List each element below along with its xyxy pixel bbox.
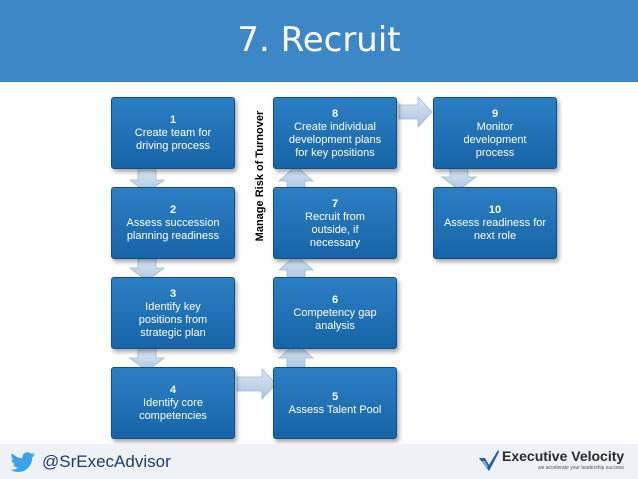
step-8-box: 8 Create individual development plans fo… — [273, 97, 397, 169]
step-1-number: 1 — [169, 114, 177, 126]
step-9-label: Monitor development process — [463, 120, 527, 159]
twitter-handle: @SrExecAdvisor — [42, 452, 171, 471]
step-9-number: 9 — [491, 107, 499, 120]
step-7-box: 7 Recruit from outside, if necessary — [273, 187, 397, 259]
step-3-number: 3 — [169, 287, 177, 300]
step-5-box: 5 Assess Talent Pool — [273, 367, 397, 439]
step-2-label: Assess succession planning readiness — [126, 217, 220, 242]
step-3-label: Identify key positions from strategic pl… — [138, 300, 208, 339]
arrow-4-to-5 — [236, 367, 277, 401]
manage-risk-label: Manage Risk of Turnover — [254, 110, 266, 242]
step-3-box: 3 Identify key positions from strategic … — [111, 277, 235, 349]
arrow-1-to-2 — [128, 169, 166, 194]
logo-checkmark-icon — [479, 450, 499, 471]
arrow-8-to-9 — [398, 95, 433, 129]
step-7-number: 7 — [331, 197, 339, 210]
step-4-number: 4 — [169, 384, 177, 396]
executive-velocity-logo: Executive Velocity we accelerate your le… — [478, 446, 633, 476]
step-10-label: Assess readiness for next role — [443, 217, 547, 242]
step-2-number: 2 — [169, 204, 177, 216]
step-4-box: 4 Identify core competencies — [111, 367, 235, 439]
arrow-9-to-10 — [440, 167, 478, 191]
step-5-label: Assess Talent Pool — [288, 403, 382, 416]
logo-name: Executive Velocity — [502, 448, 625, 464]
title-bar — [0, 0, 638, 82]
step-10-box: 10 Assess readiness for next role — [433, 187, 557, 259]
step-8-label: Create individual development plans for … — [288, 120, 382, 159]
step-4-label: Identify core competencies — [139, 397, 207, 422]
step-7-label: Recruit from outside, if necessary — [305, 210, 365, 249]
step-6-number: 6 — [331, 294, 339, 306]
step-1-box: 1 Create team for driving process — [111, 97, 235, 169]
arrow-2-to-3 — [128, 258, 166, 282]
twitter-bird-icon — [10, 452, 35, 472]
step-9-box: 9 Monitor development process — [433, 97, 557, 169]
slide-title: 7. Recruit — [237, 20, 401, 60]
step-6-label: Competency gap analysis — [293, 307, 377, 332]
footer-bar — [0, 444, 638, 479]
step-8-number: 8 — [331, 107, 339, 120]
step-6-box: 6 Competency gap analysis — [273, 277, 397, 349]
step-2-box: 2 Assess succession planning readiness — [111, 187, 235, 259]
flow-arrows — [128, 95, 478, 401]
step-5-number: 5 — [331, 390, 339, 403]
arrow-3-to-4 — [128, 349, 166, 372]
step-1-label: Create team for driving process — [134, 127, 212, 152]
step-10-number: 10 — [488, 204, 502, 216]
logo-tagline: we accelerate your leadership success — [538, 465, 624, 471]
